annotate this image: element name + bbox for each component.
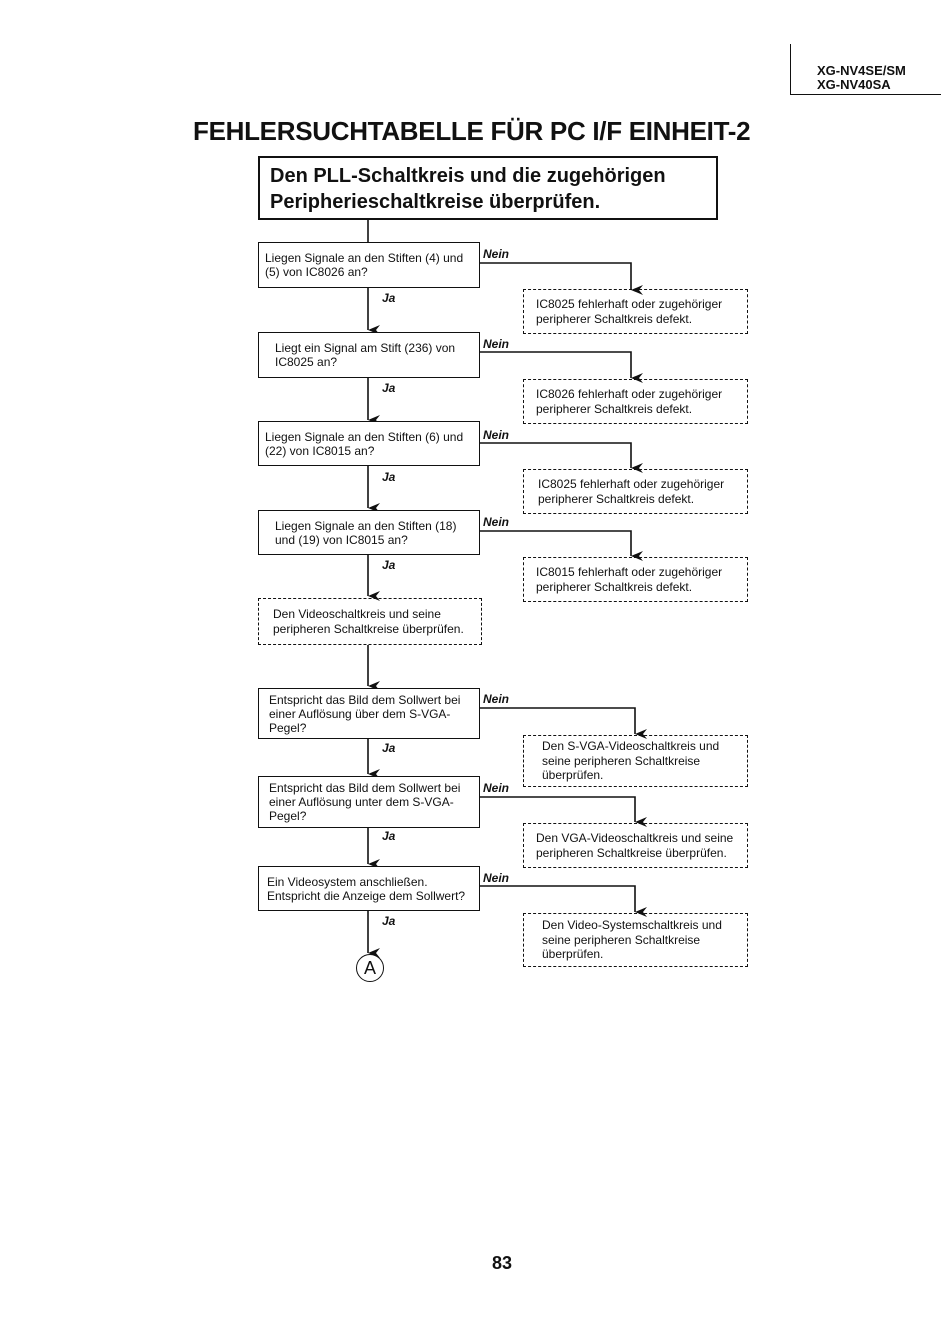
start-box: Den PLL-Schaltkreis und die zugehörigen … [258, 156, 718, 220]
no-label-4: Nein [483, 515, 510, 529]
decision-4: Liegen Signale an den Stiften (18) und (… [258, 510, 480, 555]
action-3-text: IC8025 fehlerhaft oder zugehöriger perip… [538, 477, 725, 506]
action-7-text: Den Video-Systemschaltkreis und seine pe… [542, 918, 722, 962]
decision-3-text: Liegen Signale an den Stiften (6) und (2… [265, 429, 464, 458]
decision-6-text: Entspricht das Bild dem Sollwert bei ein… [269, 781, 461, 823]
yes-label-1: Ja [382, 291, 396, 305]
action-7: Den Video-Systemschaltkreis und seine pe… [523, 913, 748, 967]
action-6-text: Den VGA-Videoschaltkreis und seine perip… [536, 831, 734, 860]
no-label-5: Nein [483, 692, 510, 706]
action-6: Den VGA-Videoschaltkreis und seine perip… [523, 823, 748, 868]
page-title: FEHLERSUCHTABELLE FÜR PC I/F EINHEIT-2 [193, 116, 751, 146]
action-1-text: IC8025 fehlerhaft oder zugehöriger perip… [536, 297, 723, 326]
yes-label-6: Ja [382, 829, 396, 843]
model-number-1: XG-NV4SE/SM [817, 63, 906, 78]
decision-7-text: Ein Videosystem anschließen. Entspricht … [267, 874, 466, 903]
yes-label-5: Ja [382, 741, 396, 755]
no-label-7: Nein [483, 871, 510, 885]
yes-label-2: Ja [382, 381, 396, 395]
action-5-text: Den S-VGA-Videoschaltkreis und seine per… [542, 739, 720, 783]
model-number-block: XG-NV4SE/SM XG-NV40SA [790, 44, 941, 95]
yes-label-3: Ja [382, 470, 396, 484]
decision-6: Entspricht das Bild dem Sollwert bei ein… [258, 776, 480, 828]
start-box-text: Den PLL-Schaltkreis und die zugehörigen … [270, 165, 666, 213]
decision-1-text: Liegen Signale an den Stiften (4) und (5… [265, 251, 464, 279]
action-4: IC8015 fehlerhaft oder zugehöriger perip… [523, 557, 748, 602]
yes-label-4: Ja [382, 558, 396, 572]
decision-2: Liegt ein Signal am Stift (236) von IC80… [258, 332, 480, 378]
yes-label-7: Ja [382, 914, 396, 928]
decision-5: Entspricht das Bild dem Sollwert bei ein… [258, 688, 480, 739]
decision-7: Ein Videosystem anschließen. Entspricht … [258, 866, 480, 911]
page-number: 83 [492, 1253, 513, 1273]
video-check-box: Den Videoschaltkreis und seine periphere… [258, 598, 482, 645]
no-label-3: Nein [483, 428, 510, 442]
no-label-6: Nein [483, 781, 510, 795]
decision-5-text: Entspricht das Bild dem Sollwert bei ein… [269, 692, 461, 735]
action-1: IC8025 fehlerhaft oder zugehöriger perip… [523, 289, 748, 334]
action-5: Den S-VGA-Videoschaltkreis und seine per… [523, 735, 748, 787]
action-4-text: IC8015 fehlerhaft oder zugehöriger perip… [536, 565, 723, 594]
decision-2-text: Liegt ein Signal am Stift (236) von IC80… [275, 341, 456, 369]
model-number-2: XG-NV40SA [817, 77, 891, 92]
action-2-text: IC8026 fehlerhaft oder zugehöriger perip… [536, 387, 723, 416]
no-label-1: Nein [483, 247, 510, 261]
connector-a: A [356, 954, 384, 982]
action-2: IC8026 fehlerhaft oder zugehöriger perip… [523, 379, 748, 424]
action-3: IC8025 fehlerhaft oder zugehöriger perip… [523, 469, 748, 514]
no-label-2: Nein [483, 337, 510, 351]
decision-4-text: Liegen Signale an den Stiften (18) und (… [275, 518, 457, 547]
decision-3: Liegen Signale an den Stiften (6) und (2… [258, 421, 480, 466]
decision-1: Liegen Signale an den Stiften (4) und (5… [258, 242, 480, 288]
video-check-text: Den Videoschaltkreis und seine periphere… [273, 607, 464, 636]
